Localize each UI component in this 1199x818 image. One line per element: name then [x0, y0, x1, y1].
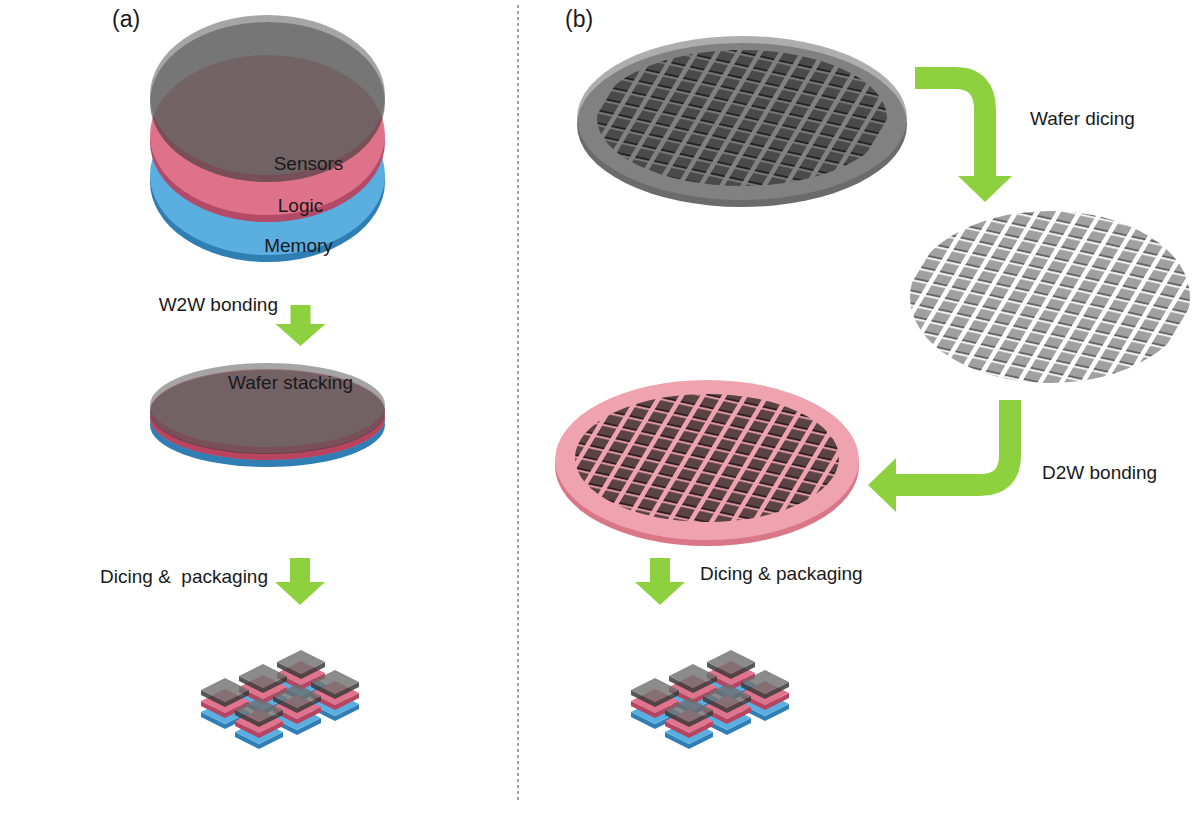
diced-chips	[905, 205, 1195, 395]
divider-line	[518, 5, 519, 800]
panel-letter: (b)	[565, 6, 593, 32]
target-wafer	[555, 380, 859, 546]
label-holder: D2W bonding	[1042, 462, 1157, 484]
chip-stacks	[201, 650, 359, 749]
label-holder: Dicing & packaging	[100, 566, 268, 588]
layer-label: Memory	[264, 235, 333, 257]
label-holder: Wafer dicing	[1030, 108, 1135, 130]
process-arrow	[868, 400, 1010, 512]
layer-label: Sensors	[274, 153, 344, 175]
step-label: W2W bonding	[159, 294, 278, 316]
layer-label: Logic	[278, 195, 323, 217]
step-label: Dicing & packaging	[700, 563, 863, 585]
step-label: D2W bonding	[1042, 462, 1157, 484]
step-label: Wafer dicing	[1030, 108, 1135, 130]
wafer-disc: Sensors	[150, 15, 385, 185]
chip-stacks	[631, 650, 789, 749]
label-holder: W2W bonding	[159, 294, 278, 316]
wafer-disc: Wafer stacking	[150, 360, 385, 465]
process-arrow	[915, 78, 1012, 202]
process-arrow	[275, 558, 325, 605]
label-holder: (b)	[565, 6, 593, 32]
layer-label: Wafer stacking	[228, 372, 353, 394]
process-arrow	[635, 558, 685, 605]
panel-letter: (a)	[112, 6, 140, 32]
step-label: Dicing & packaging	[100, 566, 268, 588]
process-arrow	[276, 305, 326, 346]
label-holder: (a)	[112, 6, 140, 32]
label-holder: Dicing & packaging	[700, 563, 863, 585]
source-wafer	[577, 36, 907, 207]
disc-shape	[150, 15, 385, 185]
